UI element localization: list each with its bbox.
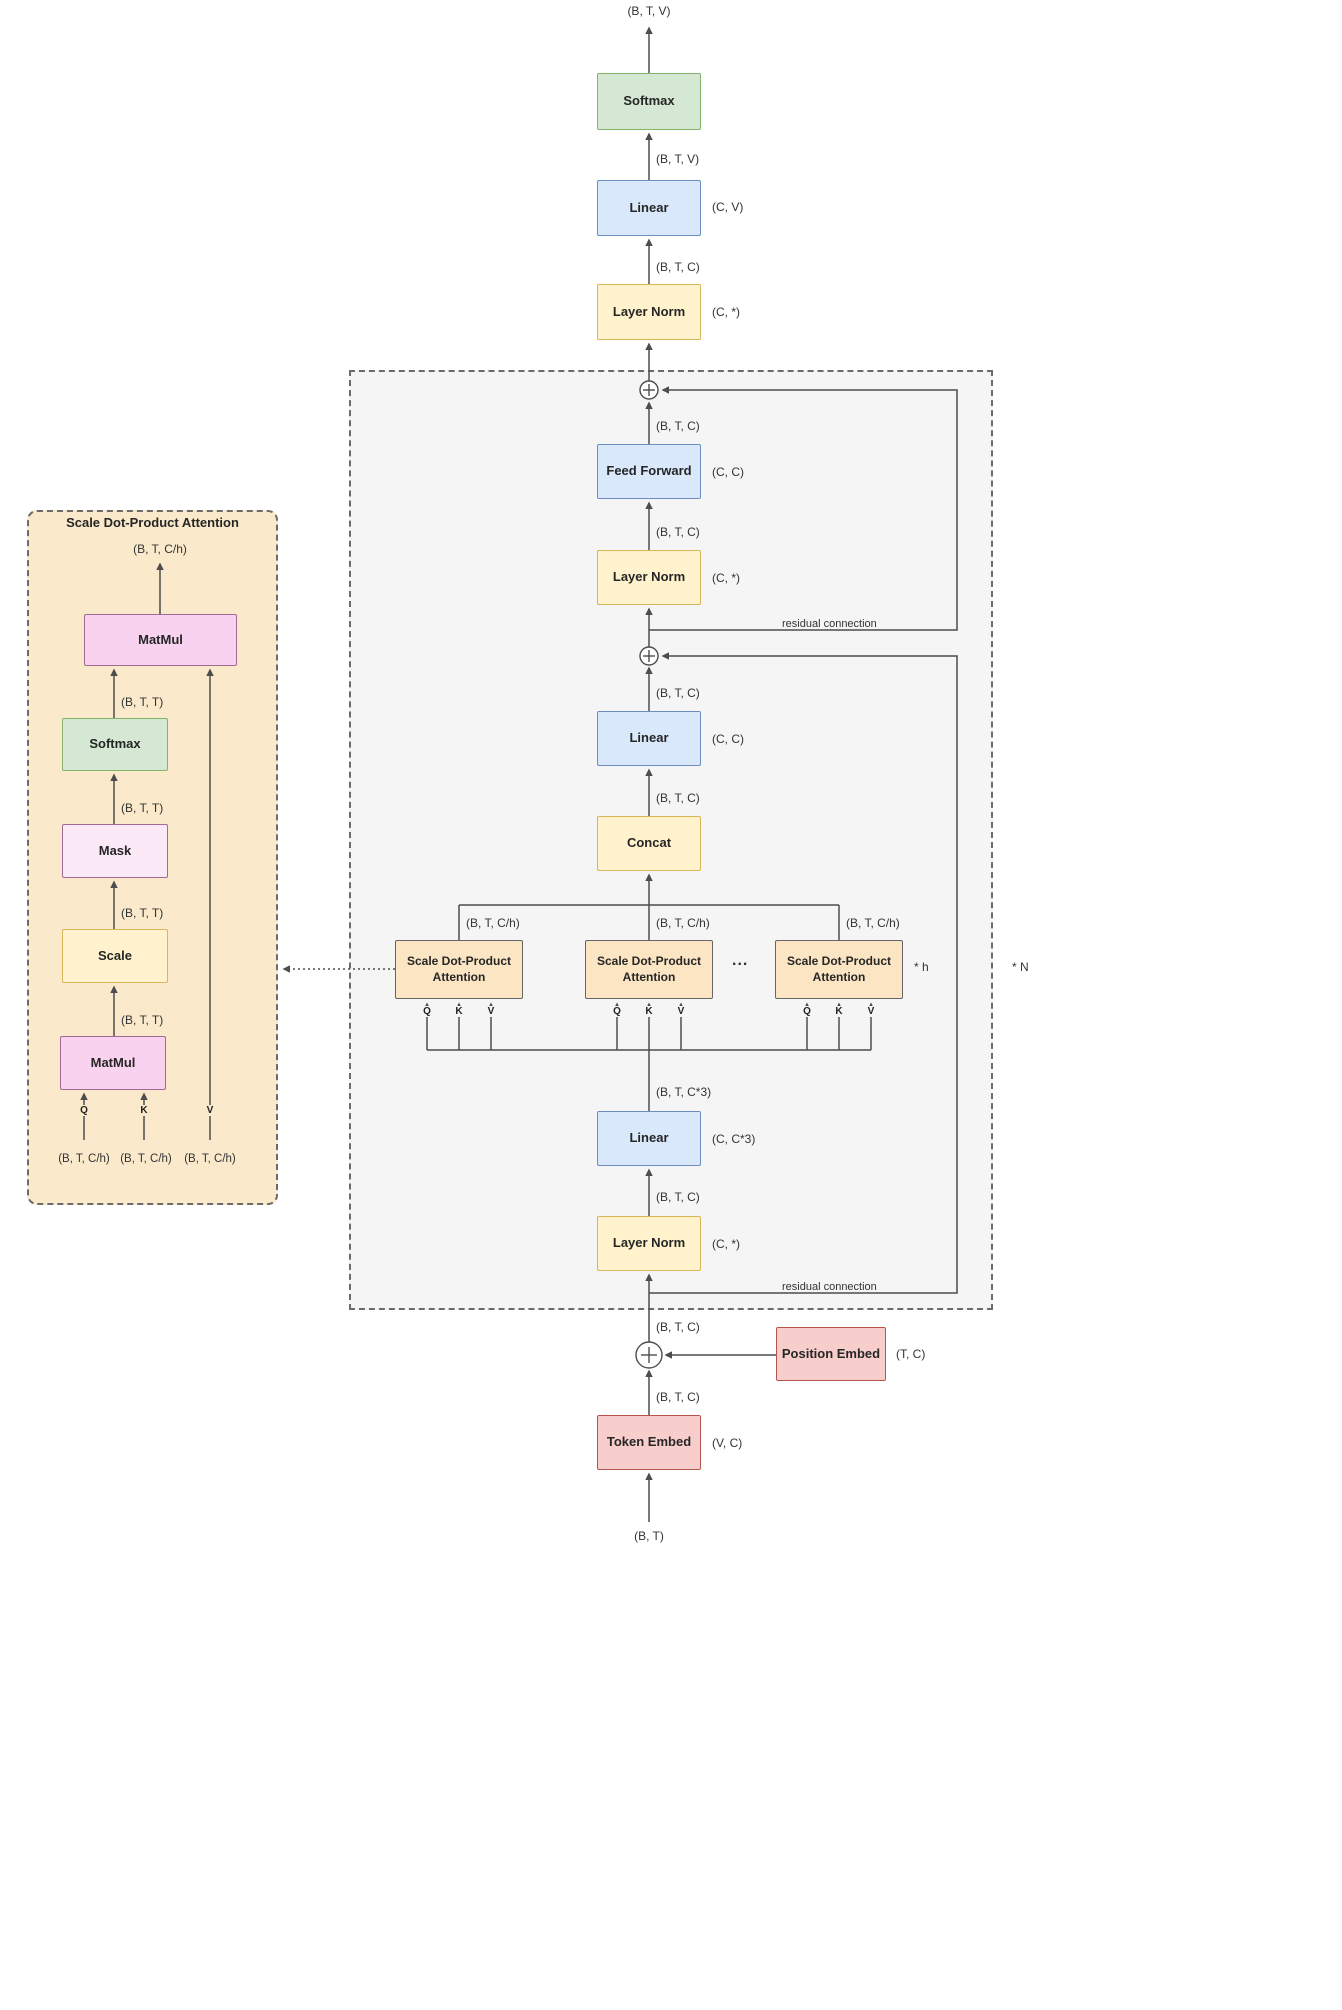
tensor-shape-label: (B, T, C/h) (58, 1153, 110, 1165)
tensor-shape-label: (B, T, T) (121, 695, 164, 709)
q-label: Q (78, 1105, 90, 1116)
weight-shape-label: (C, C) (712, 732, 744, 746)
wire-group (80, 26, 958, 1522)
concat-node: Concat (597, 816, 701, 871)
tensor-shape-label: (B, T, C) (656, 419, 700, 433)
detail-scale-node: Scale (62, 929, 168, 983)
tensor-shape-label: (B, T, C) (656, 1390, 700, 1404)
wire-residual-2 (649, 386, 958, 631)
weight-shape-label: (V, C) (712, 1436, 743, 1450)
v-label: V (865, 1006, 877, 1017)
feed-forward-node: Feed Forward (597, 444, 701, 499)
tensor-shape-label: (B, T, C*3) (656, 1085, 712, 1099)
layer-norm-pre-attn-node: Layer Norm (597, 1216, 701, 1271)
tensor-shape-label: (B, T, C) (656, 260, 700, 274)
detail-title: Scale Dot-Product Attention (66, 515, 239, 530)
weight-shape-label: (C, *) (712, 305, 740, 319)
detail-softmax-node: Softmax (62, 718, 168, 771)
tensor-shape-label: (B, T, C/h) (846, 916, 900, 930)
k-label: K (138, 1105, 150, 1116)
detail-mask-node: Mask (62, 824, 168, 878)
tensor-shape-label: (B, T, C/h) (466, 916, 520, 930)
tensor-shape-label: (B, T, C/h) (120, 1153, 172, 1165)
layer-norm-post-attn-node: Layer Norm (597, 550, 701, 605)
weight-shape-label: (C, V) (712, 200, 744, 214)
residual-add-1-icon (639, 646, 659, 666)
heads-ellipsis: ... (732, 952, 749, 969)
per-head-multiplier-label: * h (914, 960, 929, 974)
detail-matmul-scores-node: MatMul (60, 1036, 166, 1090)
k-label: K (453, 1006, 465, 1017)
attention-head-2-node: Scale Dot-Product Attention (585, 940, 713, 999)
weight-shape-label: (T, C) (896, 1347, 926, 1361)
tensor-shape-label: (B, T, T) (121, 906, 164, 920)
tensor-shape-label: (B, T, C/h) (133, 542, 187, 556)
tensor-shape-label: (B, T, C) (656, 1320, 700, 1334)
attention-head-1-node: Scale Dot-Product Attention (395, 940, 523, 999)
tensor-shape-label: (B, T, C/h) (184, 1153, 236, 1165)
tensor-shape-label: (B, T, C) (656, 791, 700, 805)
attention-head-3-node: Scale Dot-Product Attention (775, 940, 903, 999)
wire-residual-1 (649, 652, 958, 1294)
linear-qkv-node: Linear (597, 1111, 701, 1166)
weight-shape-label: (C, C*3) (712, 1132, 756, 1146)
linear-proj-node: Linear (597, 711, 701, 766)
tensor-shape-label: (B, T, C) (656, 686, 700, 700)
k-label: K (643, 1006, 655, 1017)
token-embed-node: Token Embed (597, 1415, 701, 1470)
residual-add-2-icon (639, 380, 659, 400)
per-layer-multiplier-label: * N (1012, 960, 1029, 974)
layer-norm-final-node: Layer Norm (597, 284, 701, 340)
linear-head-node: Linear (597, 180, 701, 236)
weight-shape-label: (C, *) (712, 1237, 740, 1251)
weight-shape-label: (C, *) (712, 571, 740, 585)
tensor-shape-label: (B, T, V) (627, 4, 671, 18)
tensor-shape-label: (B, T, T) (121, 1013, 164, 1027)
k-label: K (833, 1006, 845, 1017)
tensor-shape-label: (B, T, C) (656, 1190, 700, 1204)
v-label: V (485, 1006, 497, 1017)
residual-connection-label: residual connection (782, 618, 877, 630)
softmax-output-node: Softmax (597, 73, 701, 130)
embed-add-icon (635, 1341, 663, 1369)
v-label: V (204, 1105, 216, 1116)
residual-connection-label: residual connection (782, 1281, 877, 1293)
add-icons (635, 380, 663, 1369)
weight-shape-label: (C, C) (712, 465, 744, 479)
v-label: V (675, 1006, 687, 1017)
q-label: Q (421, 1006, 433, 1017)
position-embed-node: Position Embed (776, 1327, 886, 1381)
q-label: Q (801, 1006, 813, 1017)
tensor-shape-label: (B, T, C/h) (656, 916, 710, 930)
tensor-shape-label: (B, T) (634, 1529, 664, 1543)
q-label: Q (611, 1006, 623, 1017)
tensor-shape-label: (B, T, T) (121, 801, 164, 815)
tensor-shape-label: (B, T, C) (656, 525, 700, 539)
tensor-shape-label: (B, T, V) (656, 152, 700, 166)
detail-matmul-output-node: MatMul (84, 614, 237, 666)
